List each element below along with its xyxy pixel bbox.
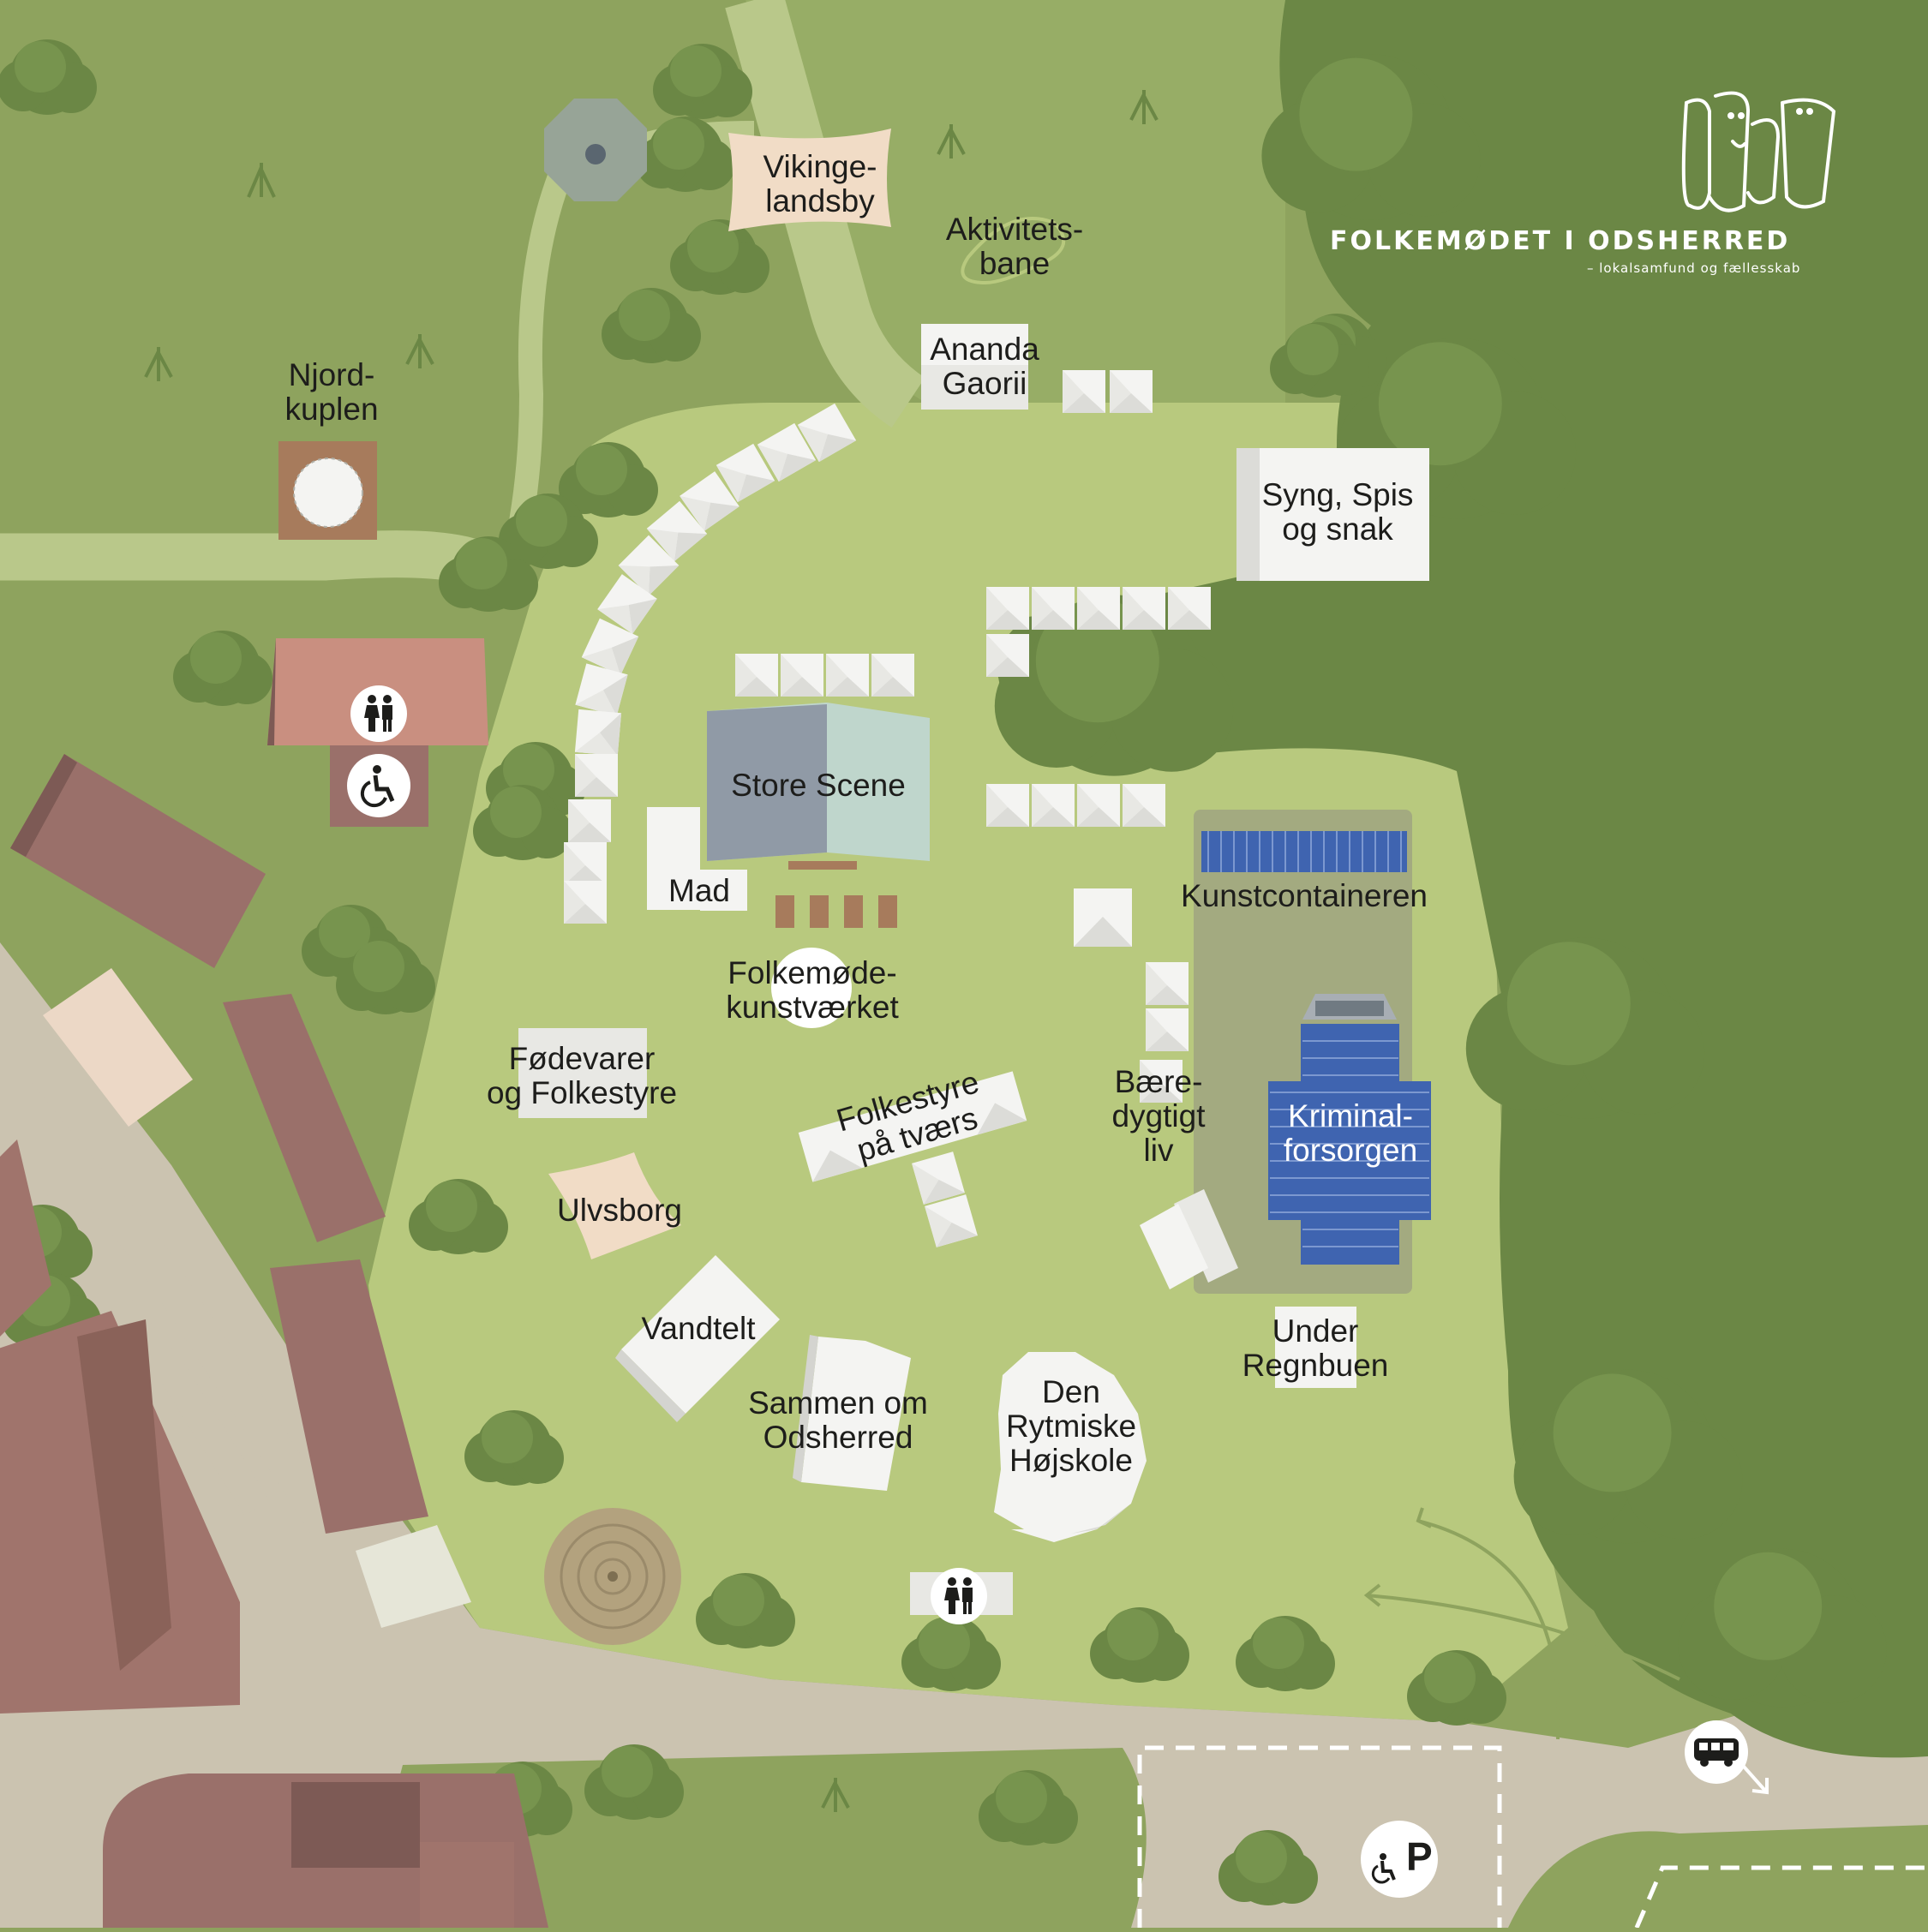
- accessible-parking-icon: [1361, 1821, 1438, 1898]
- toilet-icon: [350, 685, 407, 742]
- brand-title: FOLKEMØDET I ODSHERRED: [1330, 226, 1791, 256]
- label-ulvsborg: Ulvsborg: [557, 1193, 682, 1228]
- toilet-south-icon: [931, 1568, 987, 1624]
- parking-letter: P: [1406, 1834, 1433, 1879]
- label-kunstcontaineren: Kunstcontaineren: [1181, 878, 1428, 913]
- label-kriminalforsorgen: Kriminal-forsorgen: [1283, 1098, 1418, 1168]
- label-vikingelandsby: Vikinge-landsby: [763, 149, 877, 218]
- label-aktivitetsbane: Aktivitets-bane: [945, 212, 1084, 281]
- label-mad: Mad: [668, 873, 730, 908]
- brand-tagline: – lokalsamfund og fællesskab: [1587, 260, 1801, 276]
- label-store-scene: Store Scene: [731, 768, 906, 803]
- logo-people: [1681, 91, 1836, 212]
- label-njordkuplen: Njord-kuplen: [284, 357, 379, 427]
- label-vandtelt: Vandtelt: [641, 1311, 756, 1346]
- bus-icon: [1685, 1720, 1748, 1784]
- label-folkemode-kunstvaerket: Folkemøde-kunstværket: [726, 955, 899, 1025]
- wheelchair-icon: [347, 754, 410, 817]
